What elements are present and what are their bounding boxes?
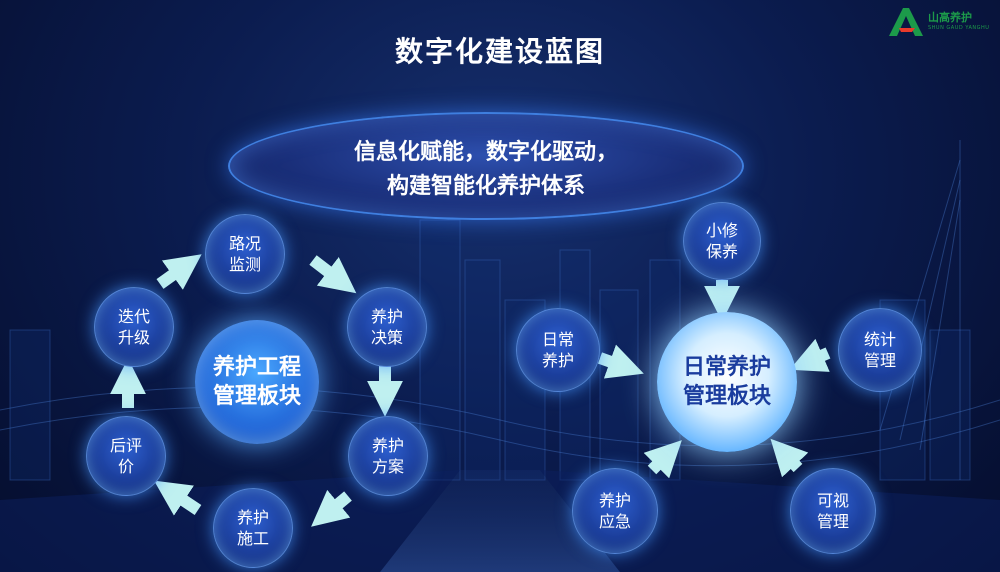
slogan-line-2: 构建智能化养护体系: [386, 174, 585, 199]
node-statistics-management: 统计管理: [838, 308, 922, 392]
slogan-line-1: 信息化赋能，数字化驱动，: [353, 140, 618, 165]
arrow-daily-to-hub: [597, 344, 644, 379]
arrow-stats-to-hub: [789, 338, 831, 372]
page-title: 数字化建设蓝图: [394, 35, 605, 68]
node-visual-management: 可视管理: [790, 468, 876, 554]
node-post-evaluation: 后评价: [86, 416, 166, 496]
logo-mark-icon: [889, 8, 923, 36]
node-maintenance-construction: 养护施工: [213, 488, 293, 568]
node-minor-repair: 小修保养: [683, 202, 761, 280]
arrow-upgrade-to-monitor: [156, 254, 202, 290]
node-road-monitoring: 路况监测: [205, 214, 285, 294]
logo-subtitle: SHUN GAUD YANGHU: [928, 25, 990, 31]
arrow-monitor-to-decision: [309, 255, 357, 294]
node-iteration-upgrade: 迭代升级: [94, 287, 174, 367]
company-logo: [885, 4, 997, 40]
slogan-ellipse: 信息化赋能，数字化驱动， 构建智能化养护体系: [228, 112, 744, 220]
arrow-plan-to-construction: [311, 489, 352, 527]
node-maintenance-decision: 养护决策: [347, 287, 427, 367]
arrow-construction-to-evaluation: [154, 480, 202, 516]
engineering-hub: 养护工程 管理板块: [195, 320, 319, 444]
node-maintenance-plan: 养护方案: [348, 416, 428, 496]
arrow-visual-to-hub: [770, 438, 809, 478]
daily-maintenance-hub: 日常养护 管理板块: [657, 312, 797, 452]
arrow-emergency-to-hub: [643, 440, 682, 479]
logo-name: 山高养护: [928, 11, 972, 24]
node-daily-maintenance: 日常养护: [516, 308, 600, 392]
node-emergency-maintenance: 养护应急: [572, 468, 658, 554]
